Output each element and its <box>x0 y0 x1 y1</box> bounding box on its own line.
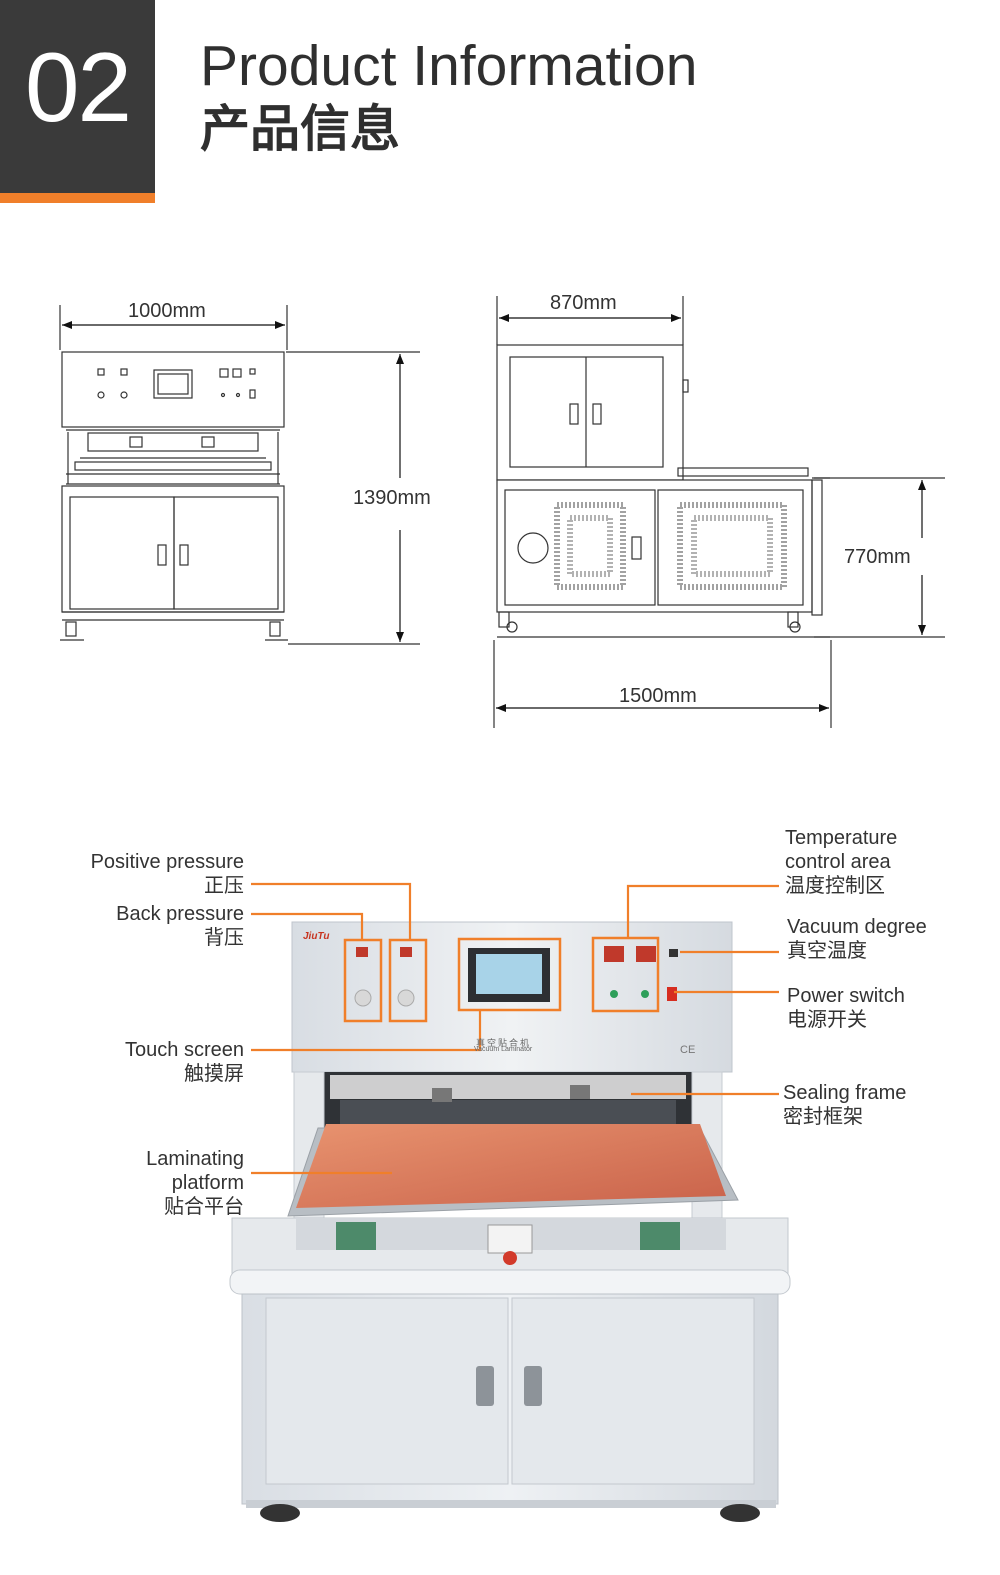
callout-sealing-frame: Sealing frame 密封框架 <box>783 1082 907 1128</box>
accent-stripe <box>0 193 155 203</box>
callout-touch-screen: Touch screen 触摸屏 <box>125 1039 244 1085</box>
panel-name-en: Vacuum Laminator <box>474 1046 533 1053</box>
callout-lines <box>251 882 779 1175</box>
page-title: Product Information <box>200 34 698 98</box>
section-number-block: 02 <box>0 0 155 193</box>
height-label: 1390mm <box>351 487 433 509</box>
table-height-label: 770mm <box>842 546 913 568</box>
section-number: 02 <box>24 32 132 142</box>
brand-logo: JiuTu <box>303 931 330 942</box>
side-width-label: 1500mm <box>617 685 699 707</box>
side-depth-label: 870mm <box>548 292 619 314</box>
callout-laminating-platform: Laminating platform 贴合平台 <box>146 1148 244 1218</box>
vent-grille <box>554 502 787 590</box>
panel-name-cn: 真空贴合机 <box>476 1039 532 1049</box>
ce-mark: CE <box>680 1044 696 1056</box>
callout-positive-pressure: Positive pressure 正压 <box>90 851 244 897</box>
front-width-label: 1000mm <box>126 300 208 322</box>
callout-temperature-control: Temperature control area 温度控制区 <box>785 827 898 897</box>
callout-back-pressure: Back pressure 背压 <box>116 903 244 949</box>
callout-vacuum-degree: Vacuum degree 真空温度 <box>787 916 927 962</box>
callout-power-switch: Power switch 电源开关 <box>787 985 905 1031</box>
page-title-cn: 产品信息 <box>200 100 400 158</box>
